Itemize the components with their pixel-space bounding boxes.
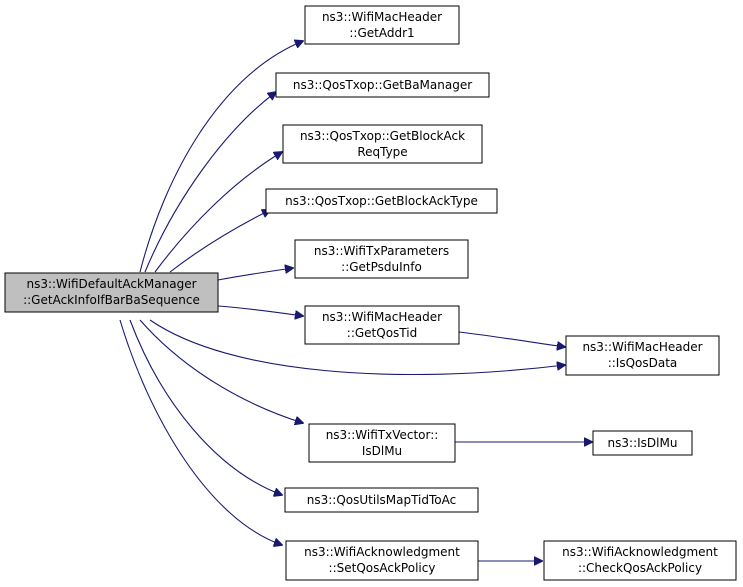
node-isqosdata-line1: ns3::WifiMacHeader [582, 340, 702, 354]
edge-root-to-mapac [129, 319, 282, 495]
node-getqostid-line1: ns3::WifiMacHeader [322, 310, 442, 324]
node-getaddr1[interactable]: ns3::WifiMacHeader ::GetAddr1 [304, 5, 460, 45]
node-root-line1: ns3::WifiDefaultAckManager [26, 277, 196, 291]
node-isqosdata-line2: ::IsQosData [608, 356, 678, 370]
node-getpsduinfo-line1: ns3::WifiTxParameters [314, 244, 449, 258]
node-txvector-isdlmu[interactable]: ns3::WifiTxVector:: IsDlMu [308, 423, 456, 463]
node-checkqosackpolicy-line1: ns3::WifiAcknowledgment [562, 545, 718, 559]
node-getaddr1-line2: ::GetAddr1 [349, 26, 414, 40]
node-setqosackpolicy-line1: ns3::WifiAcknowledgment [304, 545, 460, 559]
edge-root-to-getaddr1 [139, 41, 303, 273]
node-setqosackpolicy-line2: ::SetQosAckPolicy [329, 561, 436, 575]
node-getblockacktype-line1: ns3::QosTxop::GetBlockAckType [285, 194, 478, 208]
node-getqostid-line2: ::GetQosTid [347, 326, 417, 340]
node-root-line2: ::GetAckInfoIfBarBaSequence [23, 293, 200, 307]
node-mapticktoac[interactable]: ns3::QosUtilsMapTidToAc [284, 487, 479, 513]
node-isqosdata[interactable]: ns3::WifiMacHeader ::IsQosData [565, 335, 720, 376]
node-getbamanager[interactable]: ns3::QosTxop::GetBaManager [275, 72, 490, 98]
node-getblockackreqtype-line1: ns3::QosTxop::GetBlockAck [300, 129, 465, 143]
node-txvector-isdlmu-line2: IsDlMu [362, 444, 402, 458]
node-getpsduinfo-line2: ::GetPsduInfo [341, 260, 422, 274]
edge-root-to-txdlmu [139, 319, 303, 423]
node-txvector-isdlmu-line1: ns3::WifiTxVector:: [326, 428, 439, 442]
edge-root-to-setpolicy [119, 319, 282, 545]
node-getblockacktype[interactable]: ns3::QosTxop::GetBlockAckType [265, 188, 498, 214]
edge-root-to-getqostid [217, 305, 303, 316]
node-checkqosackpolicy-line2: ::CheckQosAckPolicy [578, 561, 702, 575]
node-isdlmu-line1: ns3::IsDlMu [608, 436, 678, 450]
edge-root-to-getblockackreqtype [154, 152, 282, 273]
edge-root-to-getbamanager [144, 92, 276, 273]
node-getblockackreqtype-line2: ReqType [357, 145, 407, 159]
node-getpsduinfo[interactable]: ns3::WifiTxParameters ::GetPsduInfo [294, 239, 469, 279]
edge-root-to-isqosdata [149, 319, 565, 375]
node-getblockackreqtype[interactable]: ns3::QosTxop::GetBlockAck ReqType [282, 124, 483, 164]
edge-root-to-getblockacktype [169, 210, 270, 273]
node-getaddr1-line1: ns3::WifiMacHeader [322, 10, 442, 24]
edge-getqostid-to-isqosdata [458, 331, 565, 347]
node-root[interactable]: ns3::WifiDefaultAckManager ::GetAckInfoI… [4, 272, 219, 313]
node-isdlmu[interactable]: ns3::IsDlMu [592, 430, 693, 456]
node-getqostid[interactable]: ns3::WifiMacHeader ::GetQosTid [304, 305, 460, 345]
node-mapticktoac-line1: ns3::QosUtilsMapTidToAc [307, 493, 457, 507]
node-setqosackpolicy[interactable]: ns3::WifiAcknowledgment ::SetQosAckPolic… [285, 540, 479, 581]
node-getbamanager-line1: ns3::QosTxop::GetBaManager [293, 78, 472, 92]
node-checkqosackpolicy[interactable]: ns3::WifiAcknowledgment ::CheckQosAckPol… [543, 540, 737, 581]
edge-root-to-getpsduinfo [217, 268, 293, 281]
